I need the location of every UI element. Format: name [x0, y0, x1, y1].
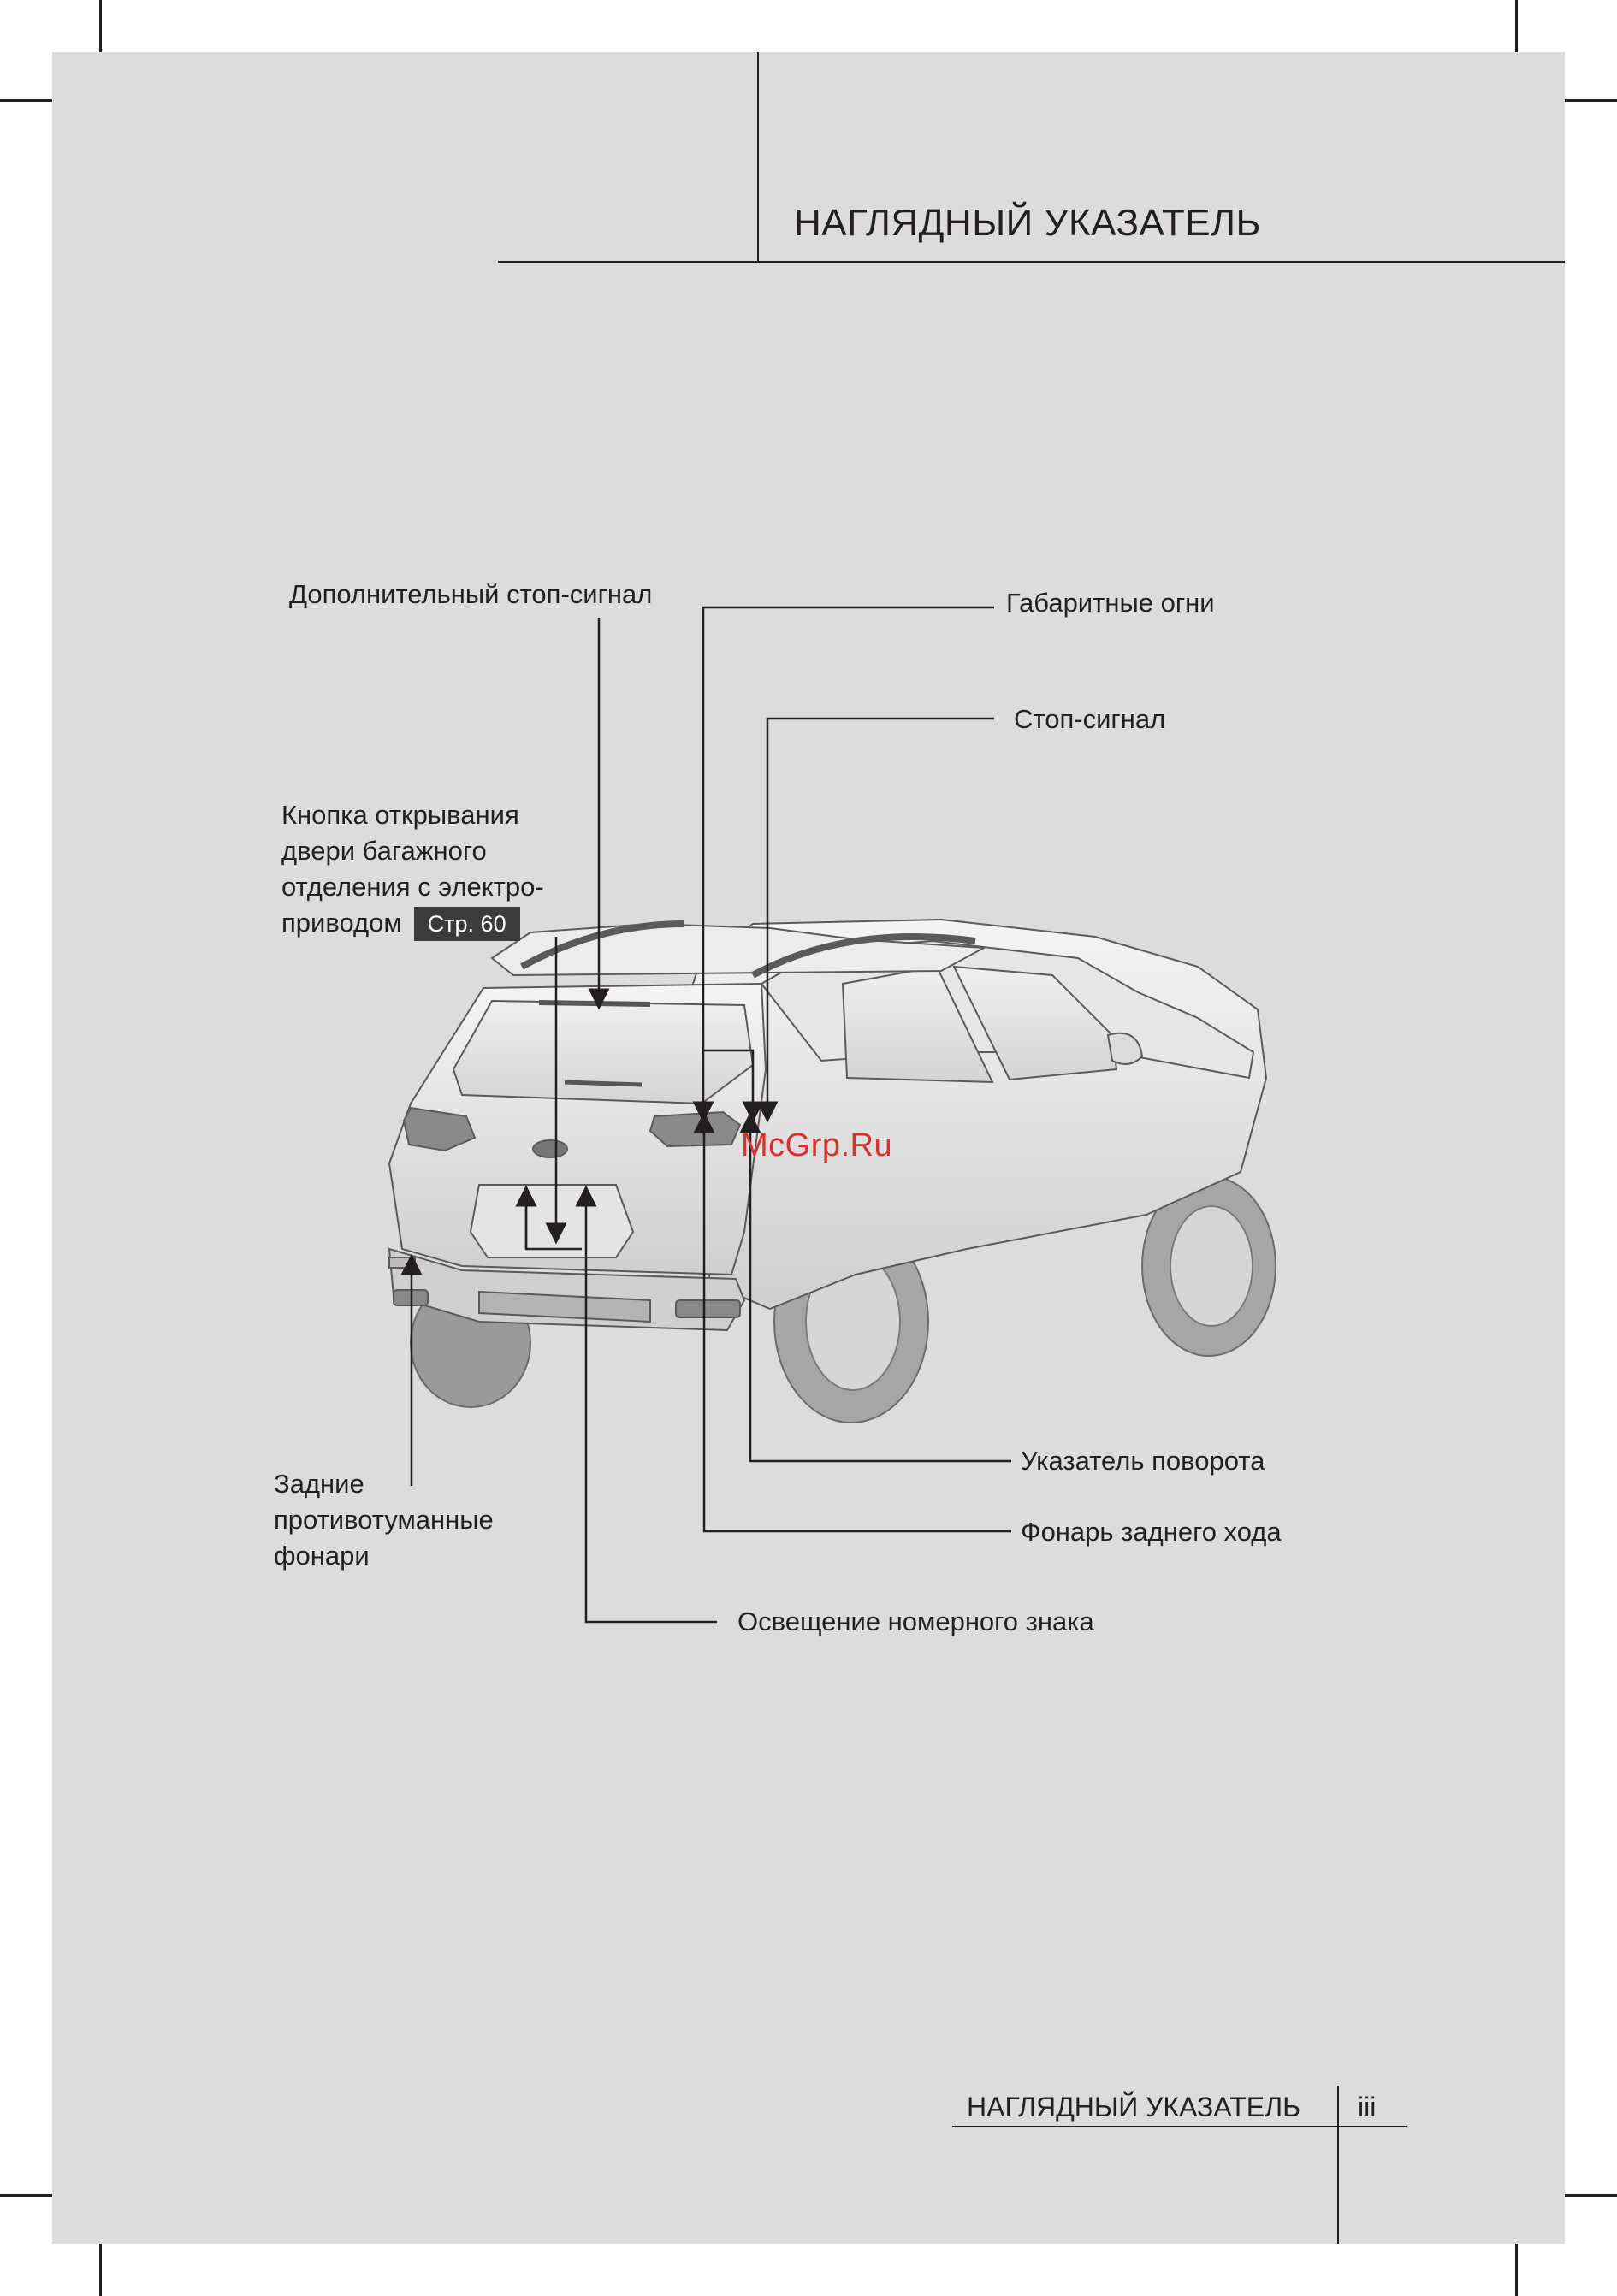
car-illustration [389, 920, 1276, 1423]
page-reference-badge[interactable]: Стр. 60 [414, 907, 520, 941]
footer-vertical-rule [1337, 2086, 1339, 2244]
watermark: McGrp.Ru [741, 1127, 892, 1164]
label-tailgate-button-line1: Кнопка открывания [281, 797, 519, 833]
label-high-mount-brake-light: Дополнительный стоп-сигнал [289, 577, 652, 612]
page-number: iii [1358, 2092, 1376, 2123]
label-side-marker-lights: Габаритные огни [1006, 585, 1215, 621]
footer-section-title: НАГЛЯДНЫЙ УКАЗАТЕЛЬ [967, 2092, 1300, 2123]
label-plate-light: Освещение номерного знака [737, 1604, 1094, 1640]
label-rear-fog-line3: фонари [274, 1538, 370, 1574]
label-tailgate-button-line2: двери багажного [281, 833, 487, 869]
label-reverse-light: Фонарь заднего хода [1021, 1514, 1282, 1550]
label-tailgate-button-word: приводом [281, 908, 402, 938]
label-tailgate-button-line4: приводом Стр. 60 [281, 905, 520, 941]
label-brake-light: Стоп-сигнал [1014, 701, 1165, 737]
label-rear-fog-line2: противотуманные [274, 1502, 494, 1538]
label-tailgate-button-line3: отделения с электро- [281, 869, 544, 905]
label-turn-signal: Указатель поворота [1021, 1443, 1265, 1479]
label-rear-fog-line1: Задние [274, 1466, 364, 1502]
